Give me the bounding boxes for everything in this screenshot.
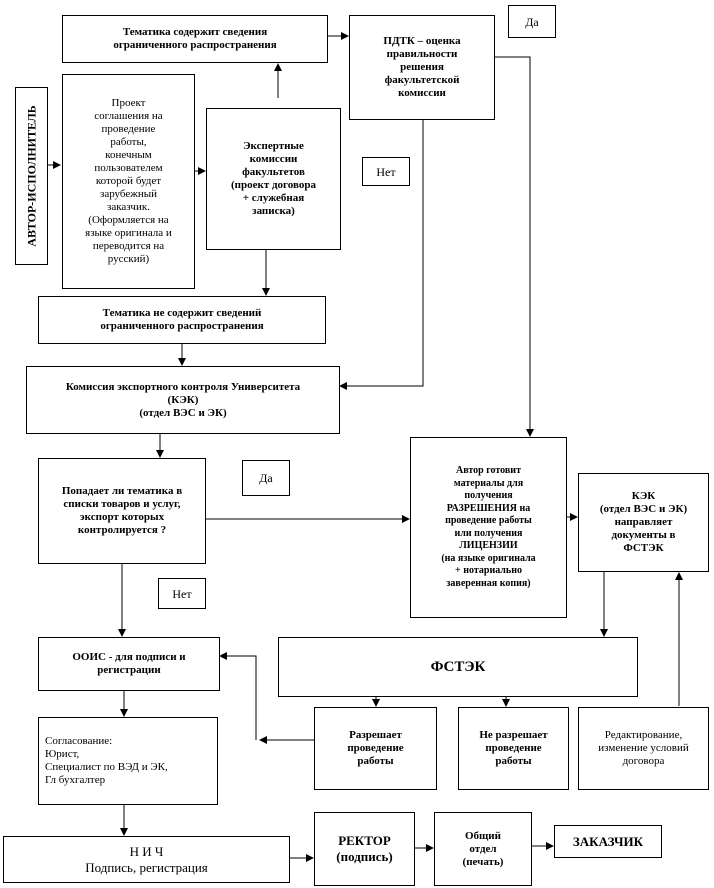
approval-box: Согласование: Юрист, Специалист по ВЭД и… [38, 717, 218, 805]
rector-label: РЕКТОР (подпись) [336, 833, 393, 864]
nich-title: Н И Ч [129, 843, 164, 859]
rector-box: РЕКТОР (подпись) [314, 812, 415, 886]
permits-box: Разрешает проведение работы [314, 707, 437, 790]
kek-sends-box: КЭК (отдел ВЭС и ЭК) направляет документ… [578, 473, 709, 572]
arrow-pdtk-no-to-kek [339, 120, 424, 390]
pdtk-label: ПДТК – оценка правильности решения факул… [383, 35, 461, 99]
general-dept-label: Общий отдел (печать) [462, 829, 504, 868]
expert-commissions-box: Экспертные комиссии факультетов (проект … [206, 108, 341, 250]
editing-box: Редактирование, изменение условий догово… [578, 707, 709, 790]
controlled-list-question-box: Попадает ли тематика в списки товаров и … [38, 458, 206, 564]
general-dept-box: Общий отдел (печать) [434, 812, 532, 886]
project-agreement-label: Проект соглашения на проведение работы, … [85, 97, 172, 265]
author-prepares-label: Автор готовит материалы для получения РА… [441, 465, 536, 589]
yes-label-mid: Да [242, 460, 290, 496]
author-label: АВТОР-ИСПОЛНИТЕЛЬ [24, 105, 39, 247]
nich-subtitle: Подпись, регистрация [85, 859, 208, 875]
editing-label: Редактирование, изменение условий догово… [598, 729, 689, 767]
topic-restricted-box: Тематика содержит сведения ограниченного… [62, 15, 328, 63]
topic-not-restricted-label: Тематика не содержит сведений ограниченн… [100, 307, 264, 332]
kek-university-box: Комиссия экспортного контроля Университе… [26, 366, 340, 434]
fstek-label: ФСТЭК [430, 659, 486, 675]
expert-commissions-label: Экспертные комиссии факультетов (проект … [231, 140, 316, 217]
kek-sends-label: КЭК (отдел ВЭС и ЭК) направляет документ… [599, 490, 688, 554]
author-prepares-box: Автор готовит материалы для получения РА… [410, 437, 567, 618]
forbids-box: Не разрешает проведение работы [458, 707, 569, 790]
forbids-label: Не разрешает проведение работы [479, 729, 548, 767]
permits-label: Разрешает проведение работы [347, 729, 404, 767]
controlled-list-question-label: Попадает ли тематика в списки товаров и … [61, 485, 183, 536]
kek-university-label: Комиссия экспортного контроля Университе… [65, 380, 301, 419]
arrow-pdtk-yes-to-author-prepares [495, 56, 534, 437]
topic-not-restricted-box: Тематика не содержит сведений ограниченн… [38, 296, 326, 344]
nich-box: Н И Ч Подпись, регистрация [3, 836, 290, 883]
fstek-box: ФСТЭК [278, 637, 638, 697]
oois-box: ООИС - для подписи и регистрации [38, 637, 220, 691]
yes-label-top: Да [508, 5, 556, 38]
project-agreement-box: Проект соглашения на проведение работы, … [62, 74, 195, 289]
customer-label: ЗАКАЗЧИК [572, 833, 644, 849]
topic-restricted-label: Тематика содержит сведения ограниченного… [113, 26, 277, 51]
approval-label: Согласование: Юрист, Специалист по ВЭД и… [45, 735, 168, 786]
no-label-mid: Нет [362, 157, 410, 186]
author-box: АВТОР-ИСПОЛНИТЕЛЬ [15, 87, 48, 265]
no-label-bottom: Нет [158, 578, 206, 609]
pdtk-box: ПДТК – оценка правильности решения факул… [349, 15, 495, 120]
customer-box: ЗАКАЗЧИК [554, 825, 662, 858]
oois-label: ООИС - для подписи и регистрации [72, 651, 186, 676]
arrow-permits-to-oois [219, 652, 257, 740]
